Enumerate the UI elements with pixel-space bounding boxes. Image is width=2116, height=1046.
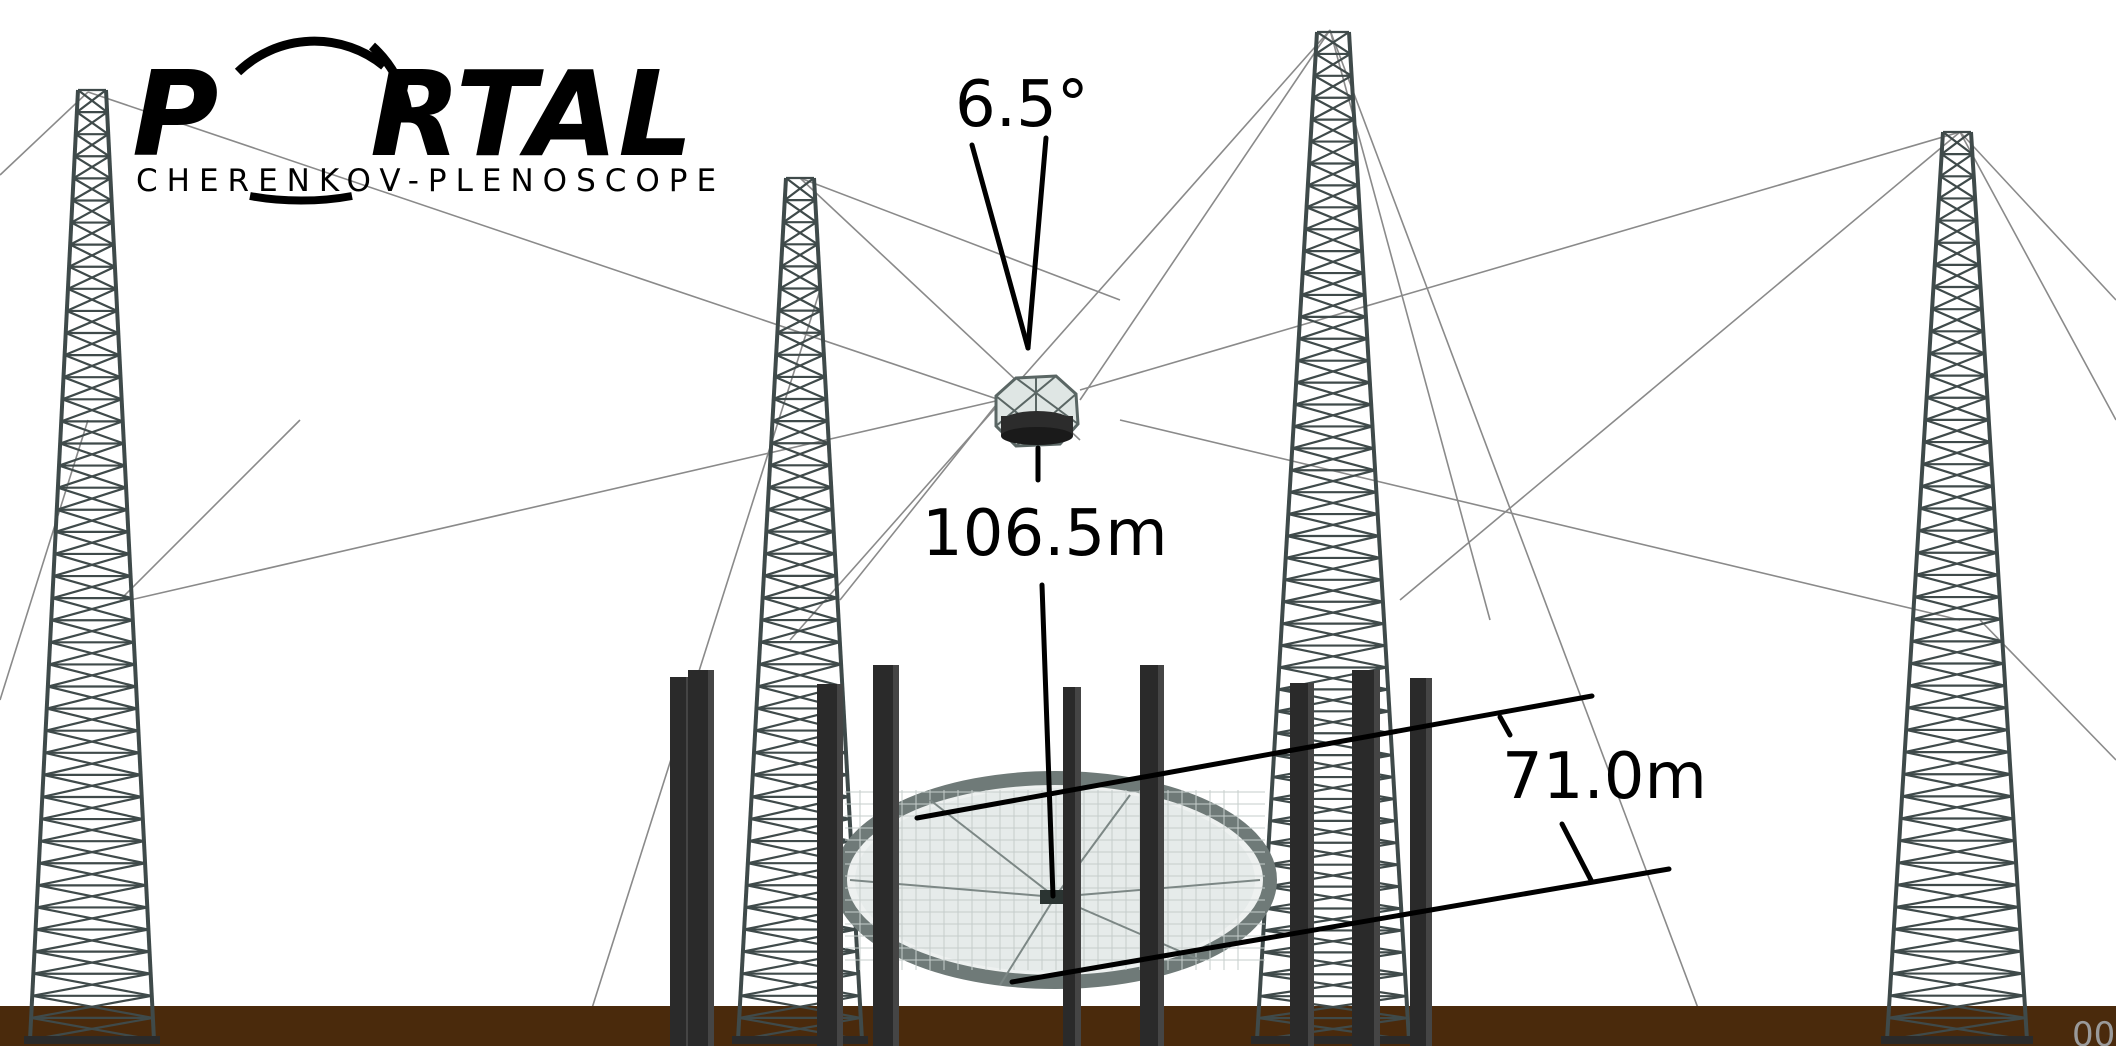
logo-subtitle: CHERENKOV-PLENOSCOPE: [136, 163, 725, 199]
lattice-towers: [24, 30, 2033, 1044]
mirror-diameter-label: 71.0m: [1502, 740, 1707, 814]
lattice-tower: [1881, 130, 2033, 1044]
light-field-sensor: [994, 374, 1080, 448]
ground: [0, 1006, 2116, 1046]
corner-mark: 00: [2072, 1015, 2115, 1046]
aperture-tick-bottom: [1559, 821, 1595, 885]
support-pillars: [670, 665, 1432, 1046]
portal-ring-icon: [234, 36, 387, 76]
logo-word-rtal: RTAL: [370, 45, 693, 183]
fov-label: 6.5°: [955, 68, 1089, 142]
logo-letter-p: P: [132, 45, 218, 183]
aperture-line-bottom: [1009, 866, 1672, 985]
mirror-dish: [833, 771, 1277, 989]
aperture-line-top: [914, 693, 1595, 821]
focal-length-label: 106.5m: [922, 497, 1168, 571]
fov-line-right: [1025, 135, 1049, 351]
dimension-lines: [914, 135, 1672, 985]
focal-line-lower: [1039, 582, 1056, 899]
aperture-tick-top: [1497, 714, 1513, 738]
lattice-tower: [24, 88, 160, 1044]
guy-cables: [0, 29, 2116, 1046]
fov-line-left: [969, 142, 1031, 351]
portal-logo: P RTAL CHERENKOV-PLENOSCOPE: [132, 36, 725, 205]
